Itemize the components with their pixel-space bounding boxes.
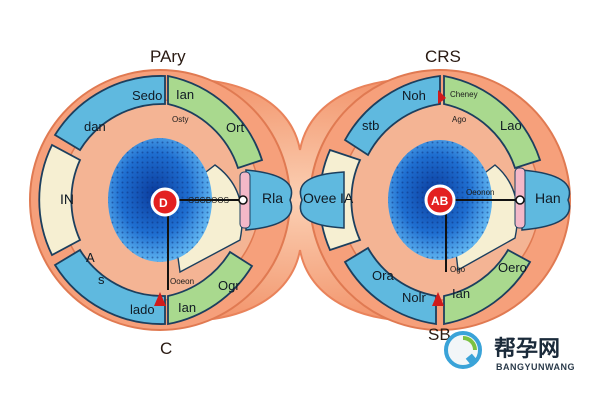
left-seg-lower-left-2: s	[98, 272, 105, 287]
left-segment-bottom-blue	[53, 248, 166, 325]
left-seg-upper-left: dan	[84, 119, 106, 134]
right-title: CRS	[425, 47, 461, 66]
right-segment-top-blue	[343, 74, 441, 157]
left-seg-right: Ort	[226, 120, 244, 135]
left-segment-bottom-right-green	[167, 250, 254, 326]
right-seg-bottom: Nolr	[402, 290, 427, 305]
right-center-label: AB	[431, 194, 449, 208]
watermark-cn: 帮孕网	[494, 336, 560, 362]
left-segment-side-beige	[38, 143, 82, 257]
right-center-marker	[424, 184, 456, 216]
right-right-cap	[521, 169, 571, 231]
right-bottom-label: SB	[428, 325, 451, 344]
watermark: 帮孕网 BANGYUNWANG	[444, 331, 575, 372]
left-seg-bottom-right: Ian	[178, 300, 196, 315]
right-seg-side: IA	[340, 190, 354, 206]
right-seg-top: Noh	[402, 88, 426, 103]
left-title: PAry	[150, 47, 186, 66]
left-cell	[29, 69, 293, 331]
right-seg-right-side: Han	[535, 190, 561, 206]
right-seg-bottom-small: Ogo	[450, 265, 466, 274]
left-seg-bottom-small: Ooeon	[170, 277, 194, 286]
right-seg-bottom-right-inner: Oero	[498, 260, 527, 275]
left-seg-side: IN	[60, 191, 74, 207]
left-seg-top: Sedo	[132, 88, 162, 103]
left-seg-lower-left: A	[86, 250, 95, 265]
right-cell	[299, 69, 571, 331]
right-seg-inner-top: Ago	[452, 115, 467, 124]
left-center-callout: OSGBOOS	[188, 196, 229, 205]
right-segment-bottom-blue	[343, 246, 437, 326]
right-segment-top-right-green	[443, 74, 542, 170]
right-seg-upper-left: stb	[362, 118, 379, 133]
right-seg-top-right: Cheney	[450, 90, 478, 99]
left-segment-top-blue	[53, 75, 166, 152]
left-center-marker	[150, 187, 180, 217]
left-seg-bottom: lado	[130, 302, 155, 317]
right-segment-bottom-right-green	[443, 248, 532, 326]
left-center-label: D	[159, 196, 168, 210]
left-segment-top-right-green	[167, 74, 264, 170]
right-left-cap	[299, 171, 345, 229]
left-bottom-label: C	[160, 339, 172, 358]
right-seg-lower-left: Ora	[372, 268, 394, 283]
right-center-callout: Oeonon	[466, 188, 494, 197]
left-seg-right-side: Rla	[262, 190, 283, 206]
left-seg-bottom-right-inner: Ogr	[218, 278, 240, 293]
left-seg-top-right: Ian	[176, 87, 194, 102]
watermark-en: BANGYUNWANG	[496, 362, 575, 372]
right-seg-side-left: Ovee	[303, 190, 337, 206]
right-seg-bottom-right: Ian	[452, 286, 470, 301]
right-seg-right: Lao	[500, 118, 522, 133]
left-seg-inner-top: Osty	[172, 115, 188, 124]
left-right-cap	[245, 169, 293, 231]
